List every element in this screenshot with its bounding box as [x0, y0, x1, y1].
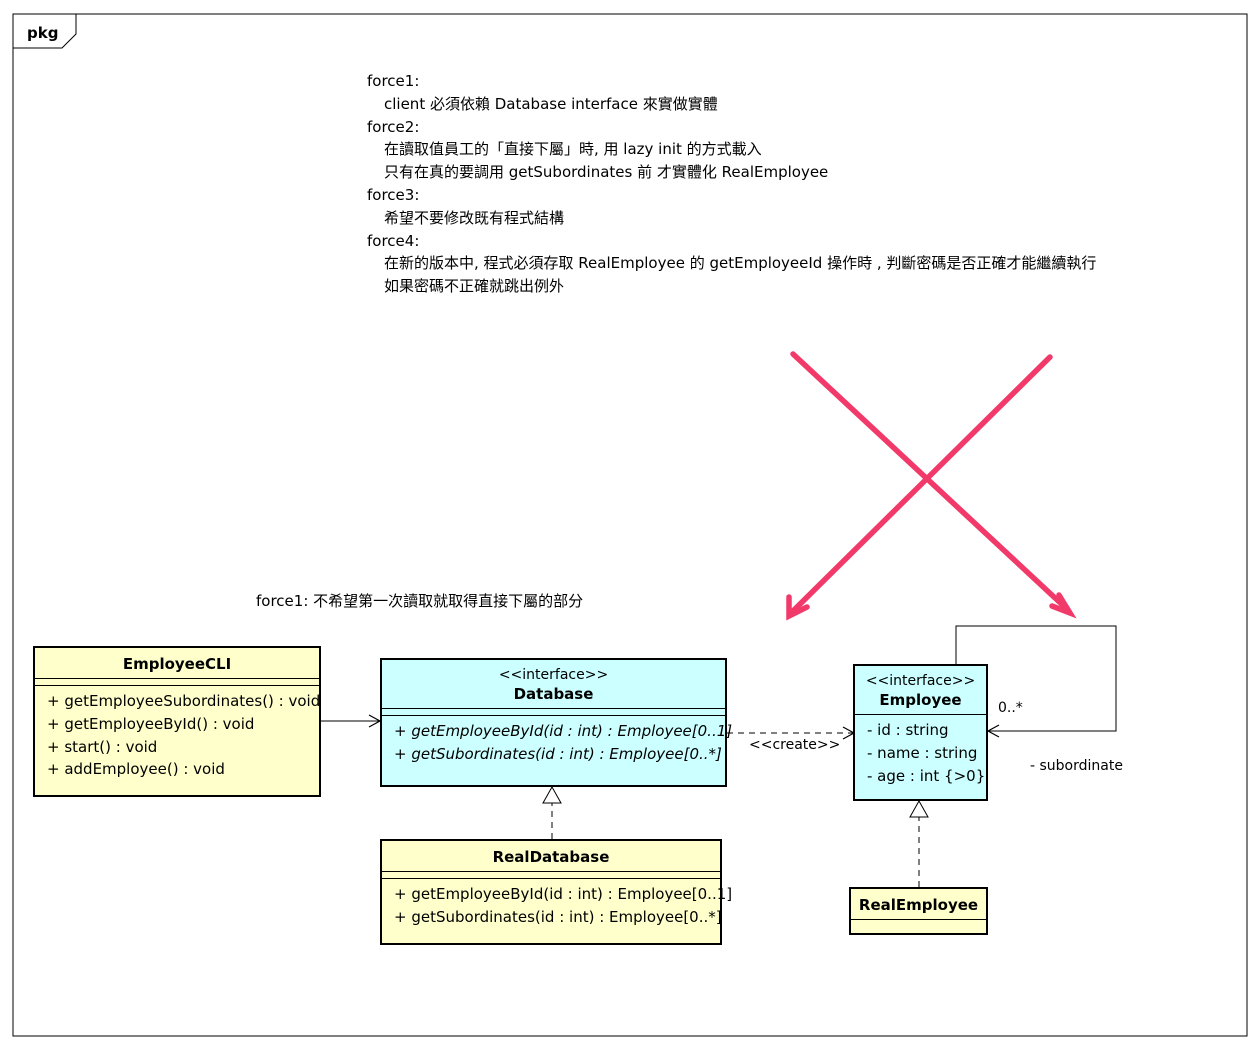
create-label: <<create>> [749, 737, 841, 753]
methods-compartment: + getEmployeeById(id : int) : Employee[0… [382, 878, 733, 933]
stereotype: <<interface>> [498, 667, 609, 683]
method: + addEmployee() : void [47, 760, 225, 779]
class-real-employee[interactable]: RealEmployee [849, 887, 988, 935]
class-name: RealDatabase [492, 848, 610, 866]
class-employee-cli[interactable]: EmployeeCLI + getEmployeeSubordinates() … [33, 646, 321, 797]
force4-title: force4: [367, 231, 420, 250]
package-frame [12, 13, 1248, 1037]
force3-text: 希望不要修改既有程式結構 [384, 208, 565, 227]
force4-text-1: 在新的版本中, 程式必須存取 RealEmployee 的 getEmploye… [384, 254, 1097, 273]
force1-text: client 必須依賴 Database interface 來實做實體 [384, 94, 718, 113]
method: + getEmployeeById(id : int) : Employee[0… [394, 885, 733, 903]
force2-title: force2: [367, 117, 420, 136]
methods-compartment: + getEmployeeById(id : int) : Employee[0… [382, 715, 733, 770]
package-frame-tab [13, 14, 77, 49]
attributes-compartment: - id : string - name : string - age : int … [855, 714, 986, 791]
realization-triangle-employee [909, 799, 929, 818]
method: + getEmployeeById() : void [47, 714, 255, 733]
method: + getSubordinates(id : int) : Employee[0… [394, 744, 722, 763]
force2-text-1: 在讀取值員工的「直接下屬」時, 用 lazy init 的方式載入 [384, 140, 762, 159]
class-name: Database [513, 685, 594, 703]
association-subordinate [955, 625, 1117, 738]
cross-mark [786, 351, 1077, 621]
force1-note: force1: 不希望第一次讀取就取得直接下屬的部分 [256, 592, 584, 610]
method: + getSubordinates(id : int) : Employee[0… [394, 907, 722, 926]
interface-employee[interactable]: <<interface>> Employee - id : string - na… [853, 664, 988, 801]
force4-text-2: 如果密碼不正確就跳出例外 [384, 277, 565, 296]
package-label: pkg [27, 24, 59, 42]
multiplicity-label: 0..* [998, 700, 1023, 716]
force1-title: force1: [367, 72, 420, 90]
class-real-database[interactable]: RealDatabase + getEmployeeById(id : int)… [380, 839, 733, 945]
stereotype: <<interface>> [865, 673, 976, 689]
class-name: RealEmployee [858, 896, 979, 914]
class-name: Employee [879, 691, 962, 709]
force3-title: force3: [367, 185, 420, 204]
attribute: - id : string [867, 721, 949, 739]
interface-database[interactable]: <<interface>> Database + getEmployeeById… [380, 658, 733, 787]
method: + start() : void [47, 737, 158, 756]
class-name: EmployeeCLI [122, 655, 232, 673]
attributes-compartment [382, 708, 725, 715]
attributes-compartment [382, 871, 720, 878]
attributes-compartment [35, 678, 319, 685]
attribute: - name : string [867, 743, 978, 762]
realization-triangle-database [542, 785, 562, 804]
force2-text-2: 只有在真的要調用 getSubordinates 前 才實體化 RealEmpl… [384, 163, 829, 182]
forces-note: force1: client 必須依賴 Database interface 來實… [367, 70, 1096, 298]
attributes-compartment [851, 919, 986, 920]
method: + getEmployeeSubordinates() : void [47, 692, 321, 710]
attribute: - age : int {>0} [867, 766, 986, 785]
methods-compartment: + getEmployeeSubordinates() : void + getE… [35, 685, 321, 785]
method: + getEmployeeById(id : int) : Employee[0… [394, 722, 733, 740]
role-label: - subordinate [1030, 758, 1123, 774]
